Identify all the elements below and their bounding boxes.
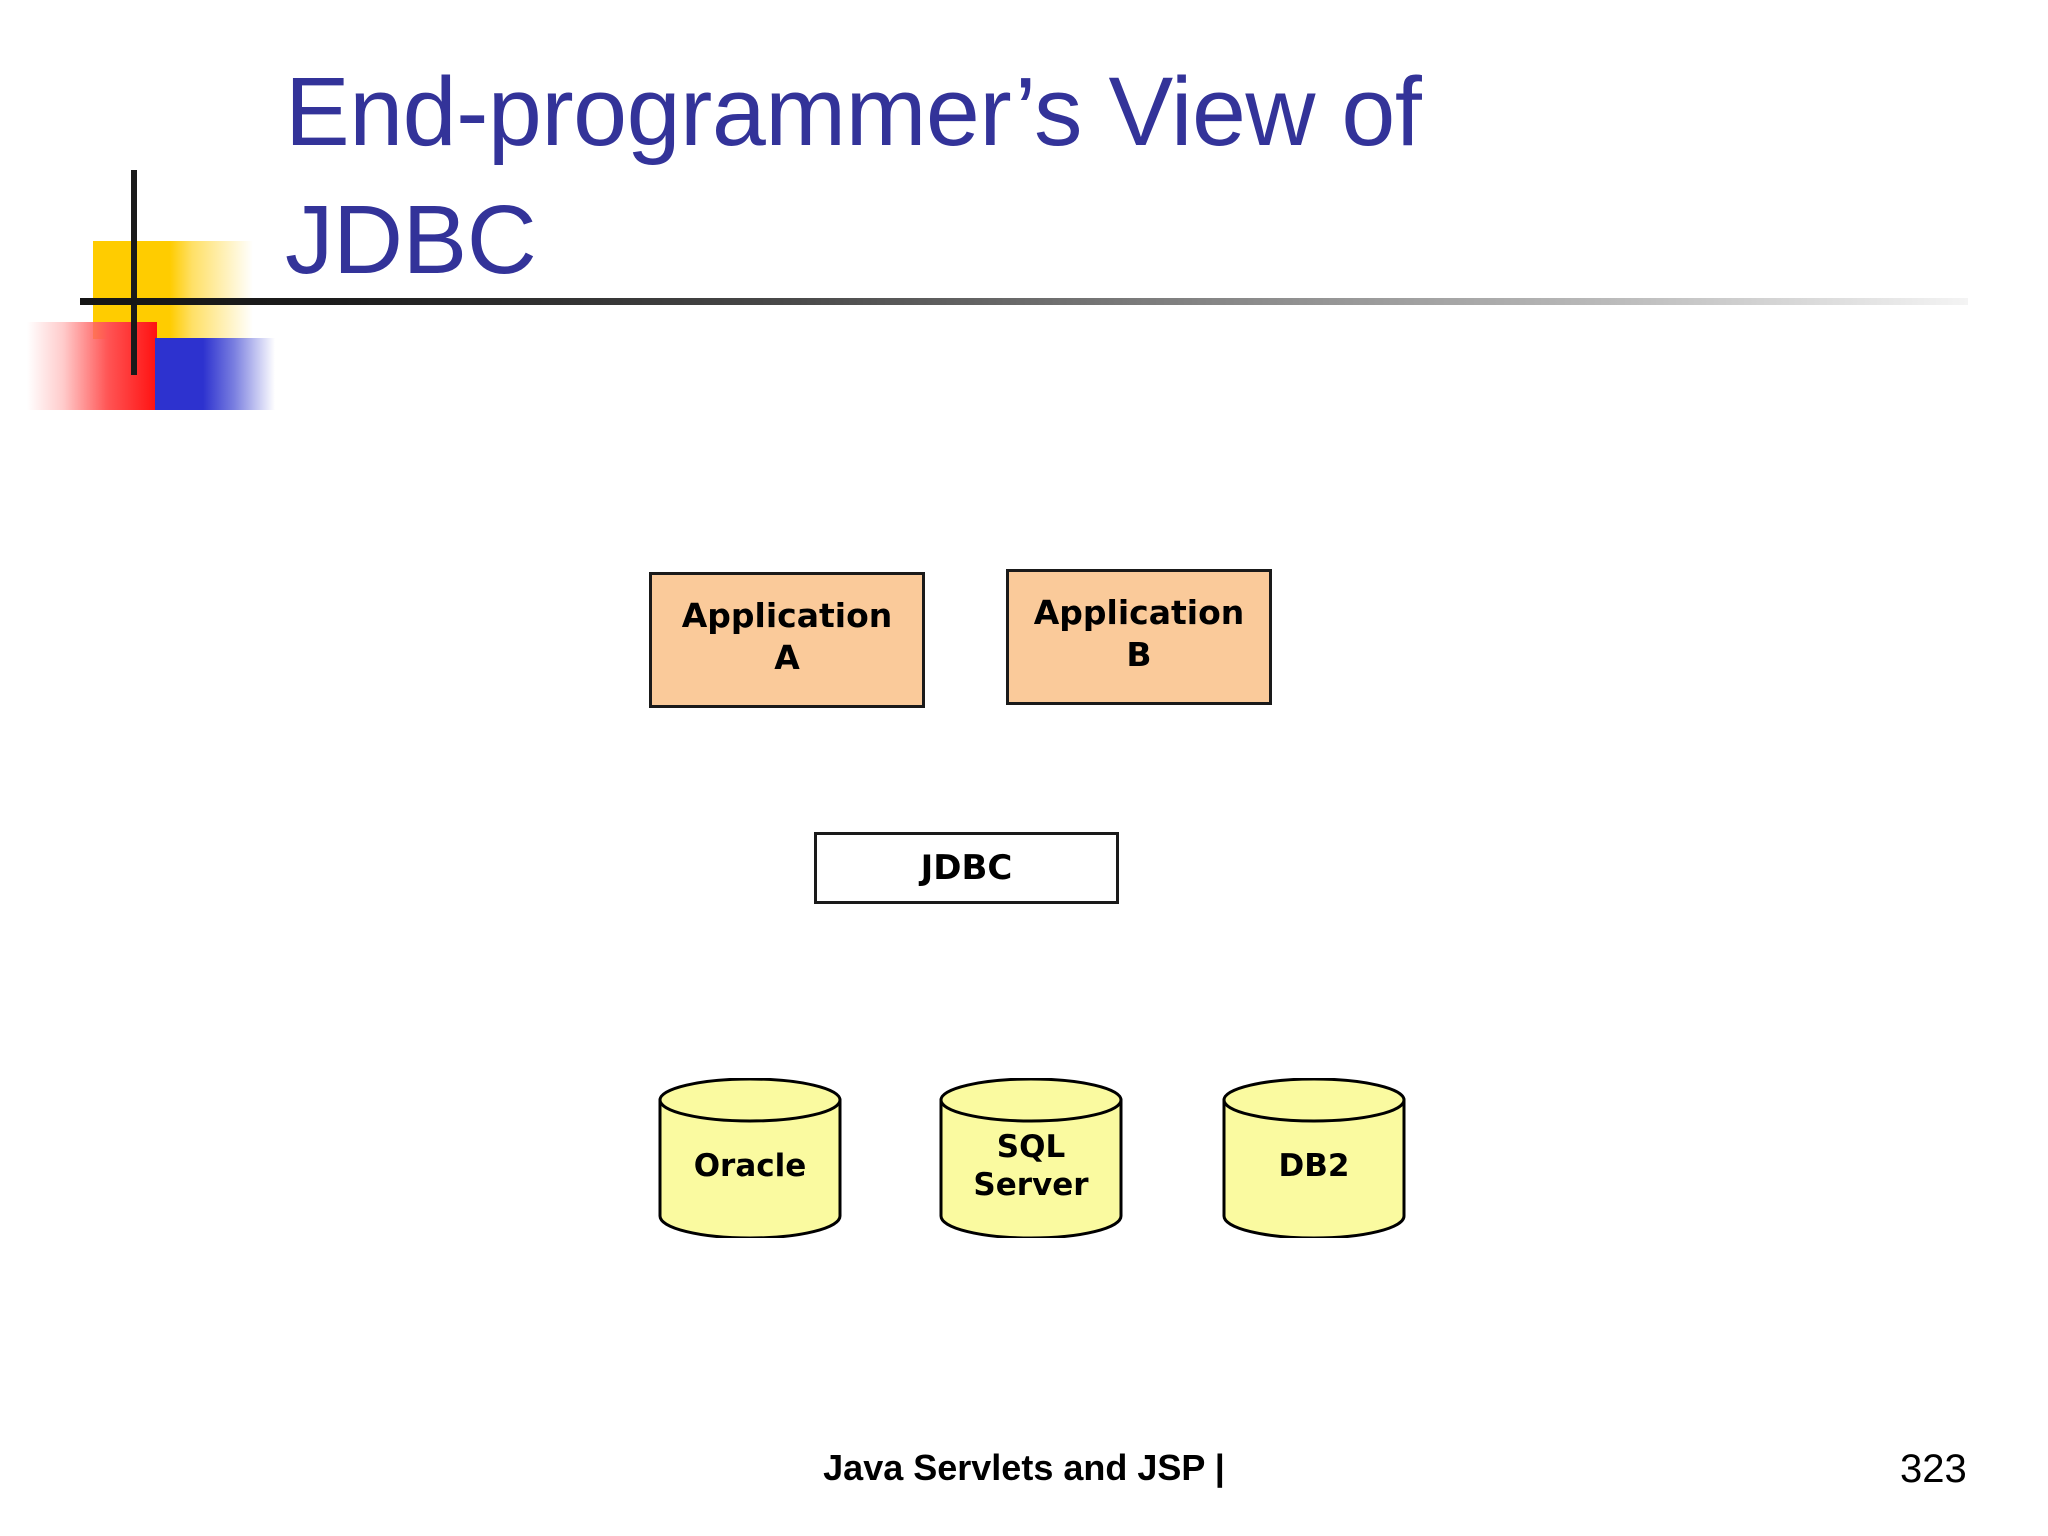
database-label-oracle: Oracle [693, 1148, 807, 1185]
database-cylinder-sqlserver: SQL Server [936, 1078, 1126, 1238]
database-label-sqlserver: SQL Server [973, 1129, 1089, 1203]
database-label-db2: DB2 [1278, 1148, 1350, 1185]
database-cylinder-db2: DB2 [1219, 1078, 1409, 1238]
page-number: 323 [1900, 1447, 1967, 1491]
jdbc-layer-box: JDBC [814, 832, 1119, 904]
logo-vertical-rule [131, 170, 137, 375]
page-title: End-programmer’s View of JDBC [285, 57, 1422, 295]
title-divider [80, 298, 1968, 305]
application-b-box: Application B [1006, 569, 1272, 705]
cylinder-shape-icon [1222, 1078, 1406, 1238]
application-a-box: Application A [649, 572, 925, 708]
decorative-logo [0, 150, 320, 410]
footer-text: Java Servlets and JSP | [823, 1447, 1225, 1488]
cylinder-shape-icon [939, 1078, 1123, 1238]
cylinder-shape-icon [658, 1078, 842, 1238]
logo-blue-square [155, 338, 275, 410]
database-cylinder-oracle: Oracle [655, 1078, 845, 1238]
